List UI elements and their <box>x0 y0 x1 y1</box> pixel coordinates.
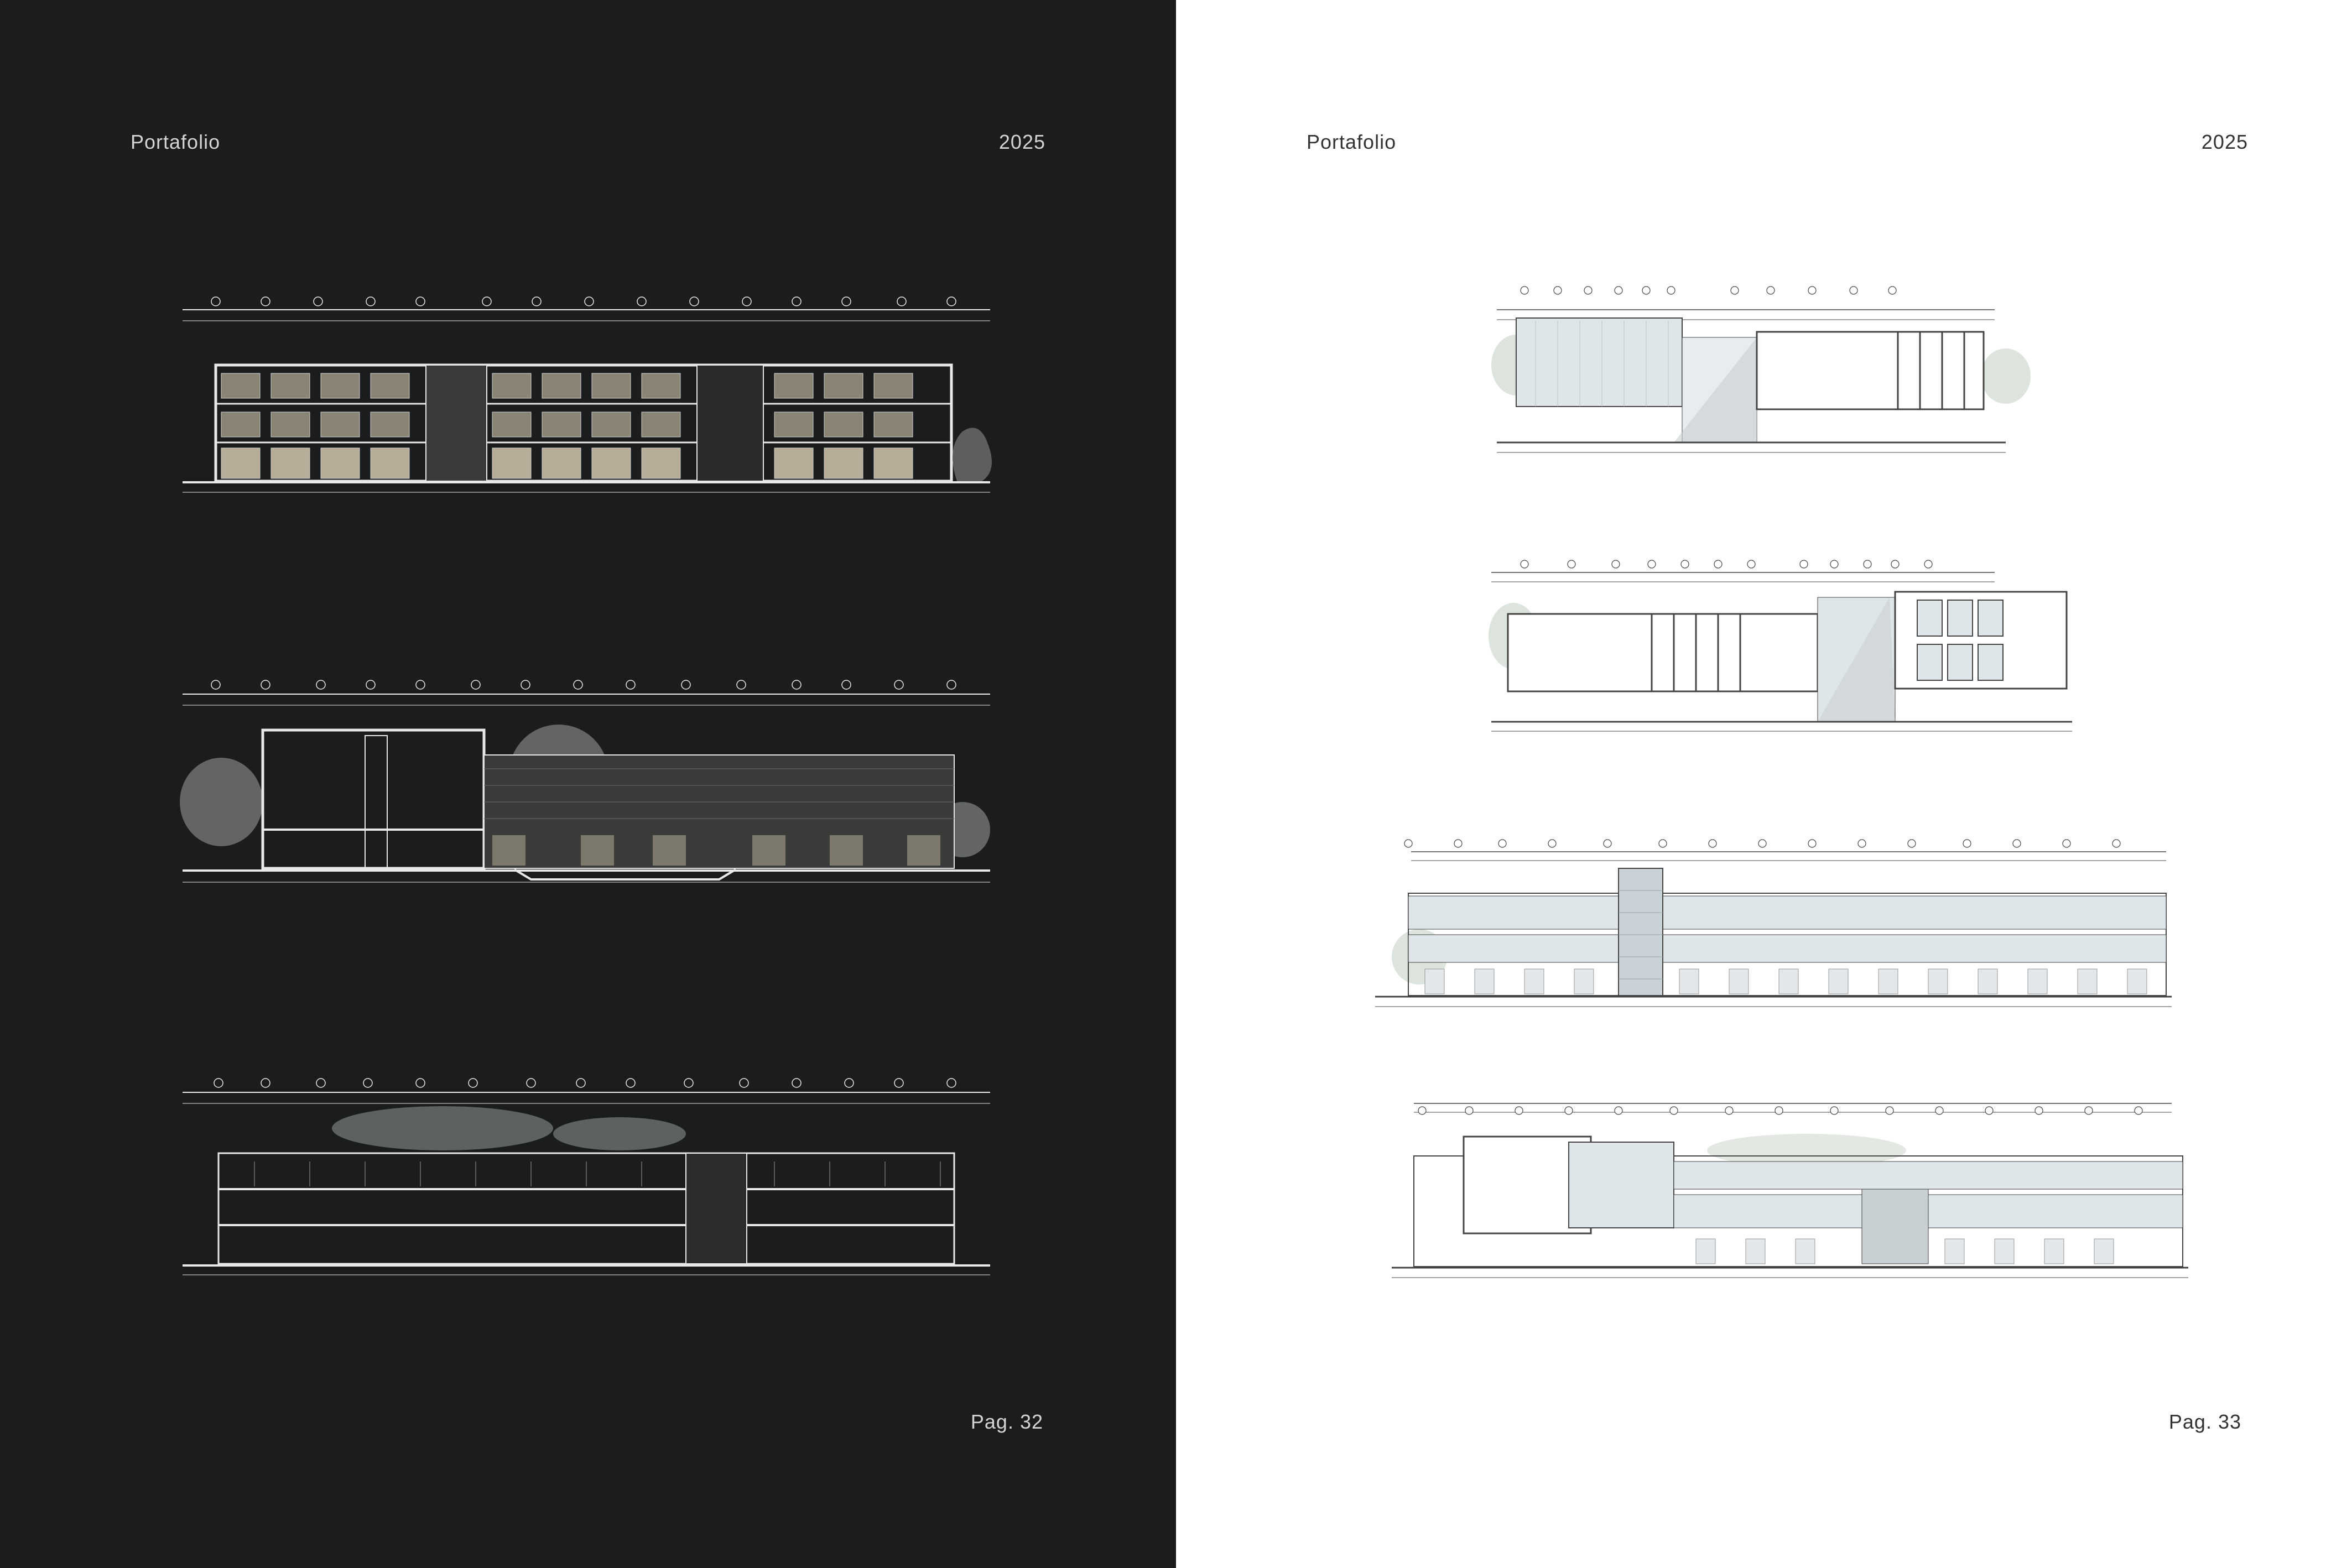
left-header-year: 2025 <box>998 131 1045 153</box>
elevation-drawing-4 <box>1392 1103 2188 1278</box>
elevation-drawing-1 <box>1491 286 2031 453</box>
section-drawing-2 <box>180 680 990 883</box>
right-header-year: 2025 <box>2201 131 2248 153</box>
left-page: Portafolio 2025 <box>0 0 1176 1568</box>
left-page-number: Pag. 32 <box>970 1410 1043 1433</box>
section-drawing-1 <box>183 296 992 493</box>
right-drawings <box>1375 286 2188 1278</box>
elevation-drawing-2 <box>1489 560 2072 732</box>
right-page: Portafolio 2025 <box>1176 0 2352 1568</box>
elevation-drawing-3 <box>1375 839 2172 1007</box>
left-drawings <box>180 296 992 1275</box>
right-header-title: Portafolio <box>1307 131 1397 153</box>
section-drawing-3 <box>183 1078 990 1275</box>
right-page-number: Pag. 33 <box>2168 1410 2241 1433</box>
left-header-title: Portafolio <box>131 131 221 153</box>
